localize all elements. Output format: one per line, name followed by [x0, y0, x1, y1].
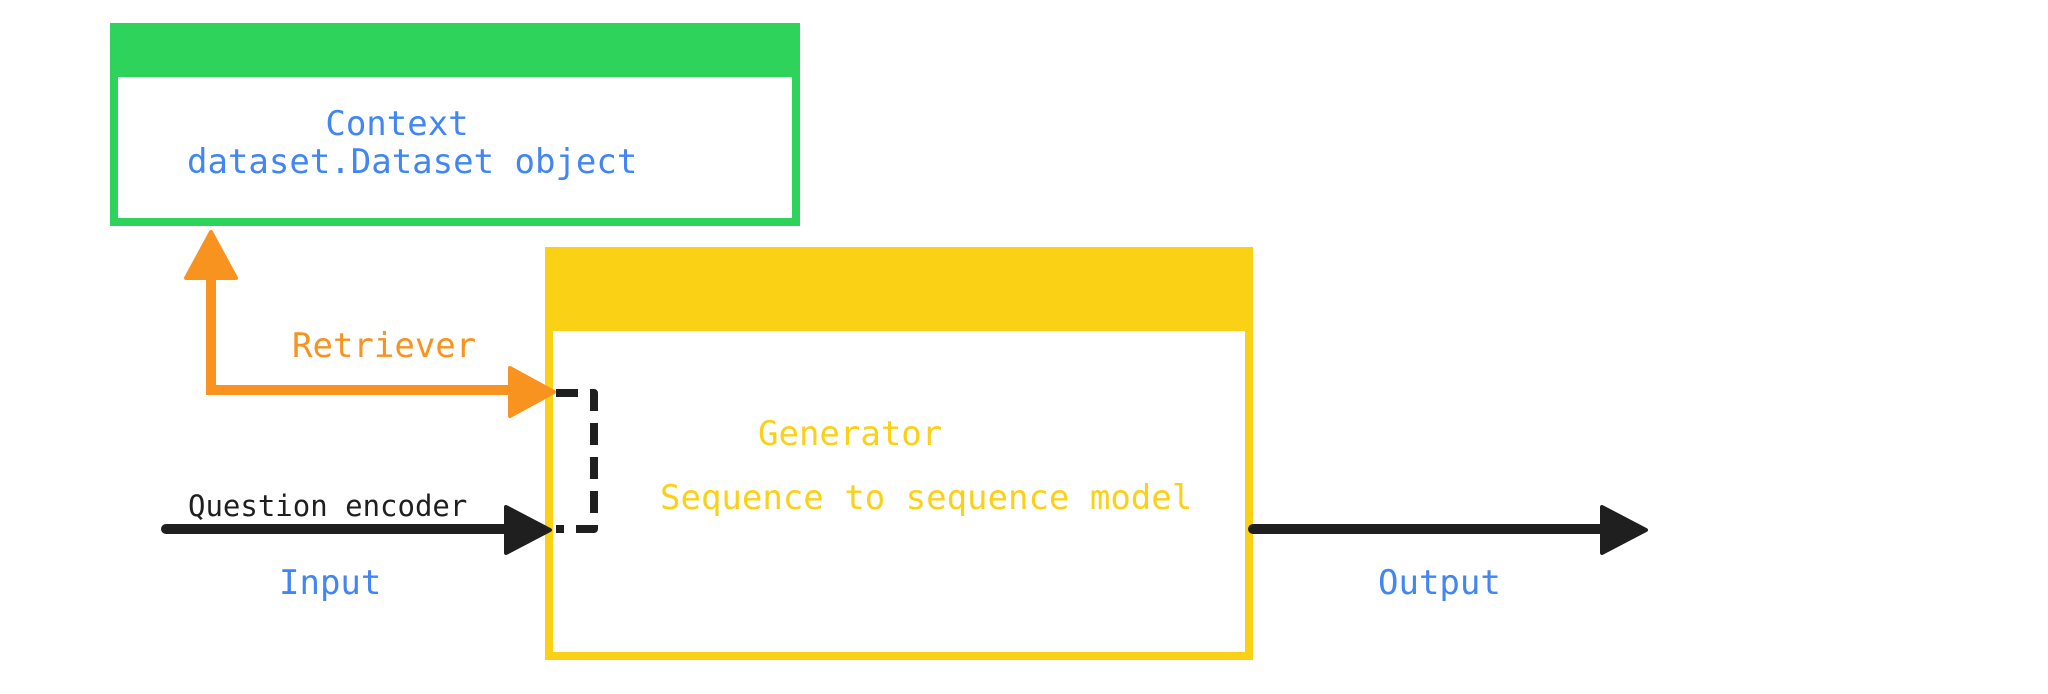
generator-title: Generator [758, 414, 943, 454]
context-box [110, 23, 800, 226]
dashed-connector [556, 389, 598, 533]
retriever-label: Retriever [292, 326, 477, 366]
context-box-frame [110, 23, 800, 226]
output-arrow [1248, 505, 1648, 555]
generator-subtitle: Sequence to sequence model [660, 478, 1193, 518]
output-arrow-head [1600, 505, 1648, 555]
retriever-arrow-head-right [508, 366, 556, 418]
context-title: Context [325, 104, 469, 144]
retriever-arrow-line [206, 270, 520, 395]
retriever-arrow [184, 230, 556, 418]
generator-box [545, 247, 1253, 660]
input-label: Input [279, 563, 382, 603]
input-arrow-head [504, 505, 552, 555]
input-arrow [161, 505, 552, 555]
context-subtitle: dataset.Dataset object [187, 142, 638, 182]
retriever-arrow-head-up [184, 230, 238, 280]
generator-box-header [545, 247, 1253, 331]
context-box-header [110, 25, 800, 77]
question-encoder-label: Question encoder [188, 489, 468, 523]
generator-box-frame [545, 247, 1253, 660]
output-label: Output [1378, 563, 1501, 603]
